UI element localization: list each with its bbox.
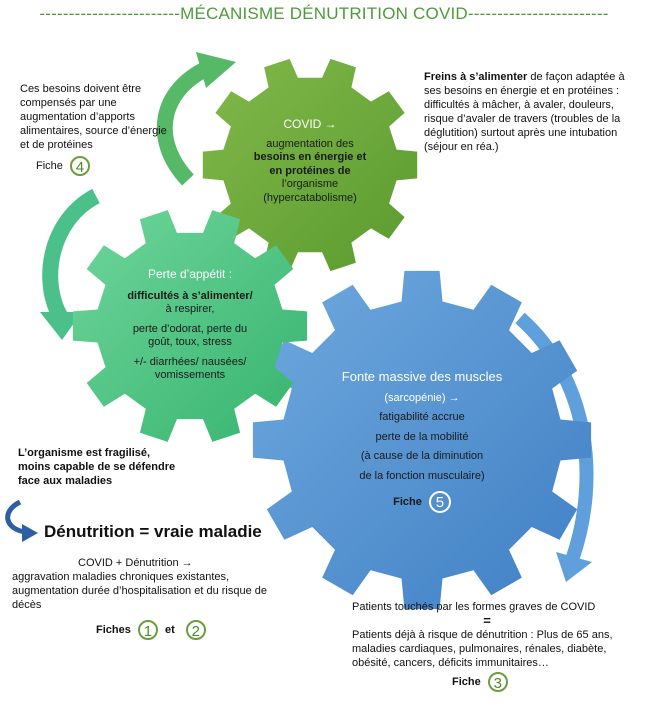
arrow-head-small-icon [22,524,38,542]
consequence-text: aggravation maladies chroniques existant… [12,571,268,611]
gear-muscles-text: Fonte massive des muscles (sarcopénie) →… [332,370,512,513]
gear-covid-line4: l’organisme [281,178,339,190]
gear-muscles-line5: de la fonction musculaire) [359,469,485,482]
gear-covid-line5: (hypercatabolisme) [263,191,357,204]
arrow-head-top-icon [196,52,236,88]
patients-equals: = [483,613,491,628]
fiche-number-3: 3 [487,672,508,692]
patients-fiche-label: Fiche [452,675,481,688]
gear-muscles-line1: (sarcopénie) → [384,391,460,404]
right-note-bold: Freins à s’alimenter [424,71,528,83]
gear-green [202,58,418,272]
arrow-head-right-icon [556,552,592,582]
fiches-connector: et [164,623,175,636]
right-note-rest: de façon adaptée à ses besoins en énergi… [424,71,625,97]
gear-appetit-line2: à respirer, [165,303,215,315]
gear-muscles-fiche-label: Fiche [393,495,422,508]
gear-covid-line2: besoins en énergie et [253,151,367,163]
patients-text: Patients déjà à risque de dénutrition : … [352,629,613,669]
top-left-note: Ces besoins doivent être compensés par u… [20,82,175,176]
main-statement: Dénutrition = vraie maladie [44,522,262,541]
page-title: ------------------------MÉCANISME DÉNUTR… [39,4,609,23]
gear-appetit-heading: Perte d’appétit : [147,267,233,281]
curved-arrow-small-icon [5,499,27,535]
gear-appetit-line1: difficultés à s’alimenter/ [127,289,253,302]
gear-covid-heading: COVID → [283,117,337,131]
gear-covid-line1: augmentation des [266,137,354,150]
gear-appetit-line6: vomissements [154,369,226,381]
right-note-detail: difficultés à mâcher, à avaler, douleurs… [424,99,621,153]
fiche-number-4: 4 [69,156,90,176]
fiche-number-2: 2 [185,620,206,640]
fiche-number-5: 5 [428,491,451,513]
gear-appetit-text: Perte d’appétit : difficultés à s’alimen… [110,267,270,383]
gear-appetit-line5: +/- diarrhées/ nausées/ [133,355,247,368]
gear-blue [252,270,592,610]
consequence-block: COVID + Dénutrition → aggravation maladi… [12,556,274,640]
patients-block: Patients touchés par les formes graves d… [352,600,622,692]
consequence-line1: COVID + Dénutrition → [78,557,193,569]
gear-mint [72,210,308,442]
gear-muscles-line4: (à cause de la diminution [360,450,484,462]
patients-line1: Patients touchés par les formes graves d… [352,601,596,613]
right-note: Freins à s’alimenter de façon adaptée à … [424,70,630,154]
gear-muscles-heading: Fonte massive des muscles [341,369,503,384]
top-left-note-text: Ces besoins doivent être compensés par u… [20,83,167,151]
gear-covid-text: COVID → augmentation des besoins en éner… [250,117,370,205]
fragile-note: L’organisme est fragilisé, moins capable… [18,446,178,488]
fiche-label: Fiche [36,159,63,172]
curved-arrow-top-icon [156,60,212,186]
gear-covid-line3: en protéines de [269,164,351,177]
gear-appetit-line4: goût, toux, stress [148,336,232,348]
gear-appetit-line3: perte d’odorat, perte du [132,322,248,335]
fiches-label: Fiches [96,623,131,636]
gear-muscles-line2: fatigabilité accrue [379,411,465,423]
arrow-head-left-icon [40,312,82,340]
curved-arrow-left-icon [42,188,101,320]
fragile-note-text: L’organisme est fragilisé, moins capable… [18,447,176,487]
gear-muscles-line3: perte de la mobilité [375,430,469,443]
fiche-number-1: 1 [137,620,158,640]
